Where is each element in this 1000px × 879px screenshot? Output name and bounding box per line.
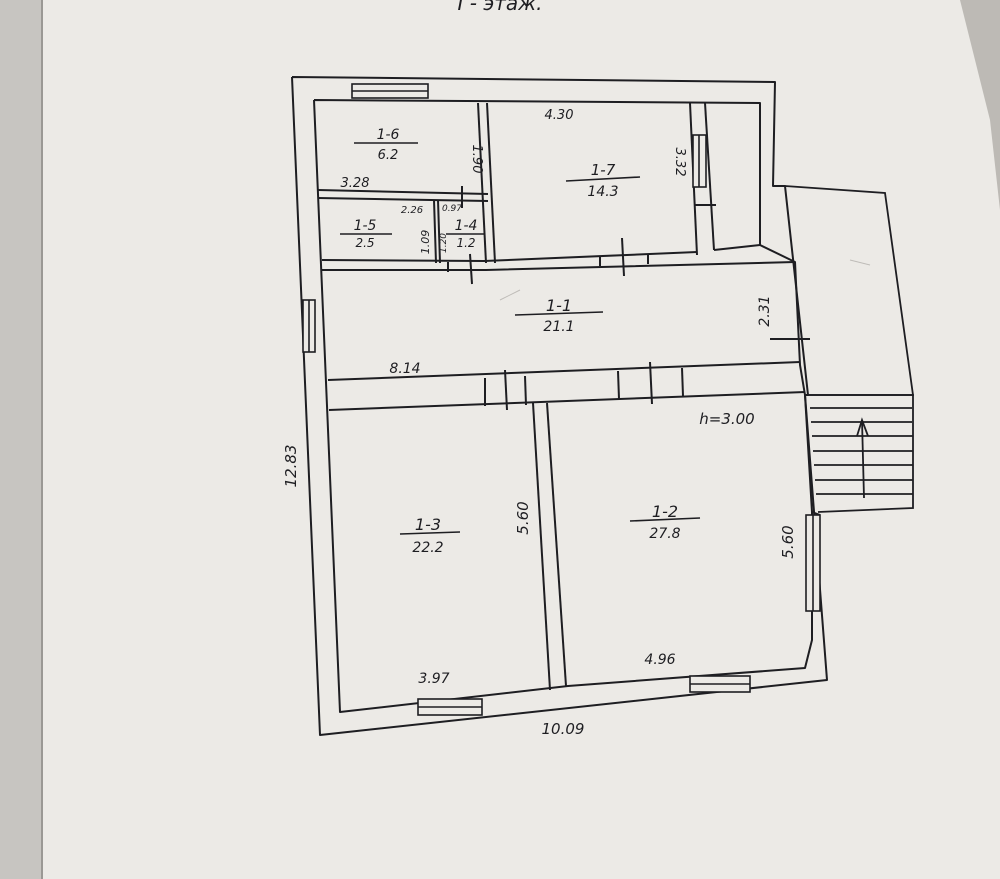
- dim-hall-depth: 2.31: [757, 295, 773, 326]
- wall-1-6-bottom: [317, 189, 489, 195]
- plan-walls: [291, 76, 828, 736]
- wall-1-6-bottom-inner: [317, 197, 489, 202]
- dim-room-1-4-depth: 1.20: [439, 233, 449, 253]
- dim-total-width: 10.09: [542, 720, 585, 738]
- wall-hall-top: [322, 261, 796, 271]
- door-1-2-swing: [649, 361, 653, 405]
- dim-room-1-6-width: 3.28: [341, 176, 370, 191]
- room-1-4-area: 1.2: [456, 236, 475, 250]
- room-1-1-area: 21.1: [543, 319, 574, 335]
- page-edge-shadow: [960, 0, 1000, 210]
- room-1-6-area: 6.2: [378, 148, 399, 163]
- room-1-2-area: 27.8: [649, 526, 680, 542]
- room-labels: [340, 142, 701, 535]
- door-1-3-jamb: [524, 375, 527, 406]
- dim-room-1-7-depth: 3.32: [672, 148, 687, 177]
- room-1-4-id: 1-4: [455, 218, 478, 234]
- wall-1-3-1-2: [532, 402, 551, 691]
- dim-room-1-6-depth: 1.90: [469, 145, 484, 174]
- page-left-margin: [0, 0, 42, 879]
- porch: [784, 185, 915, 513]
- outer-wall-inner: [313, 99, 813, 713]
- room-1-2-id: 1-2: [652, 502, 678, 521]
- wall-1-6-1-7: [477, 102, 487, 264]
- room-label-underline: [399, 531, 461, 535]
- door-1-3-swing: [504, 369, 508, 411]
- dim-room-1-2-depth: 5.60: [779, 525, 797, 558]
- room-1-3-id: 1-3: [415, 515, 441, 534]
- pencil-mark: [849, 259, 871, 266]
- wall-1-3-1-2-inner: [546, 402, 567, 687]
- dim-room-1-7-width: 4.30: [545, 108, 574, 123]
- dim-room-1-4-width: 0.97: [442, 204, 462, 214]
- wall-corridor-cap: [713, 244, 761, 251]
- room-1-3-area: 22.2: [412, 540, 443, 556]
- dim-room-1-5-width: 2.26: [401, 205, 423, 216]
- dim-room-1-3-width: 3.97: [418, 671, 449, 687]
- wall-1-5-1-4-inner: [437, 199, 441, 264]
- wall-1-7-right-outer: [704, 102, 715, 251]
- paper-sheet: [42, 0, 1000, 879]
- door-1-4-swing: [469, 253, 473, 285]
- ceiling-height-note: h=3.00: [699, 410, 754, 428]
- door-1-2-jamb: [617, 370, 620, 400]
- doors: [447, 186, 810, 411]
- dim-room-1-5-depth: 1.09: [419, 230, 432, 255]
- wall-top-rooms-bottom: [321, 251, 698, 262]
- stair-arrow-head: [856, 417, 869, 437]
- door-1-7-swing: [621, 237, 625, 277]
- windows: [302, 83, 821, 716]
- door-1-2-jamb: [681, 367, 684, 397]
- room-1-6-id: 1-6: [377, 127, 400, 143]
- pencil-mark: [499, 289, 521, 301]
- wall-hall-bottom: [327, 361, 801, 381]
- floor-heading: I - этаж.: [457, 0, 542, 15]
- room-label-underline: [514, 311, 604, 316]
- wall-1-7-left: [486, 102, 496, 264]
- dim-total-height: 12.83: [282, 445, 300, 488]
- dim-hall-length: 8.14: [389, 361, 420, 377]
- room-label-underline: [629, 517, 701, 522]
- dim-room-1-2-width: 4.96: [644, 652, 675, 668]
- room-1-5-area: 2.5: [355, 236, 374, 250]
- wall-1-5-1-4: [433, 199, 437, 264]
- room-1-1-id: 1-1: [546, 296, 572, 315]
- wall-large-rooms-top: [328, 391, 806, 411]
- room-1-5-id: 1-5: [354, 218, 377, 234]
- room-label-underline: [565, 176, 641, 182]
- stair-arrow: [861, 419, 865, 499]
- room-1-7-id: 1-7: [591, 161, 616, 179]
- dim-room-1-3-depth: 5.60: [514, 501, 532, 534]
- room-1-7-area: 14.3: [587, 184, 618, 200]
